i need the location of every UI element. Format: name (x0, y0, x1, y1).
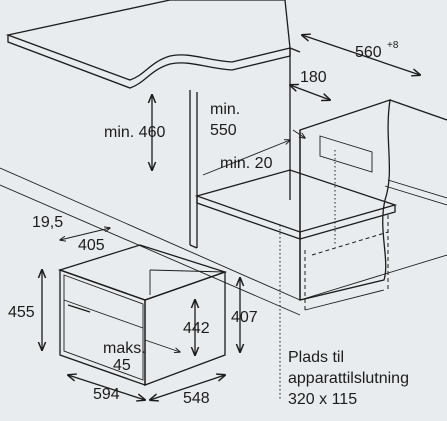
dimension-labels: 560 +8 180 min. 460 min. 550 min. 20 19,… (8, 40, 399, 407)
max-label-a: maks. (103, 340, 146, 357)
note-line-3: 320 x 115 (288, 391, 357, 408)
rear-depth-label: 180 (300, 69, 327, 86)
cabinet-back-panel (289, 47, 301, 200)
floor-lines (0, 167, 447, 316)
front-depth-label: 405 (78, 237, 105, 254)
hidden-outlines (279, 150, 389, 400)
door-height-label: 407 (231, 309, 258, 326)
appliance (57, 244, 228, 386)
total-height-label: 455 (8, 304, 35, 321)
gap-label: min. 20 (220, 155, 273, 172)
note-line-2: apparattilslutning (288, 370, 409, 387)
note-line-1: Plads til (288, 349, 344, 366)
dimension-lines (42, 35, 420, 400)
total-width-label: 594 (93, 386, 120, 403)
cabinet-left-side (189, 90, 198, 249)
max-label-b: 45 (113, 357, 131, 374)
inner-height-label: 442 (183, 320, 210, 337)
width-niche-tolerance: +8 (387, 40, 399, 51)
niche-depth-label-a: min. (210, 101, 240, 118)
worktop (5, 0, 291, 89)
cabinet-shelf (194, 169, 398, 240)
width-niche-label: 560 (355, 44, 382, 61)
front-offset-label: 19,5 (32, 214, 63, 231)
total-depth-label: 548 (183, 390, 210, 407)
niche-height-label: min. 460 (104, 124, 165, 141)
niche-depth-label-b: 550 (210, 122, 237, 139)
cabinet-right-side (299, 99, 447, 301)
connection-note: Plads til apparattilslutning 320 x 115 (288, 349, 409, 408)
